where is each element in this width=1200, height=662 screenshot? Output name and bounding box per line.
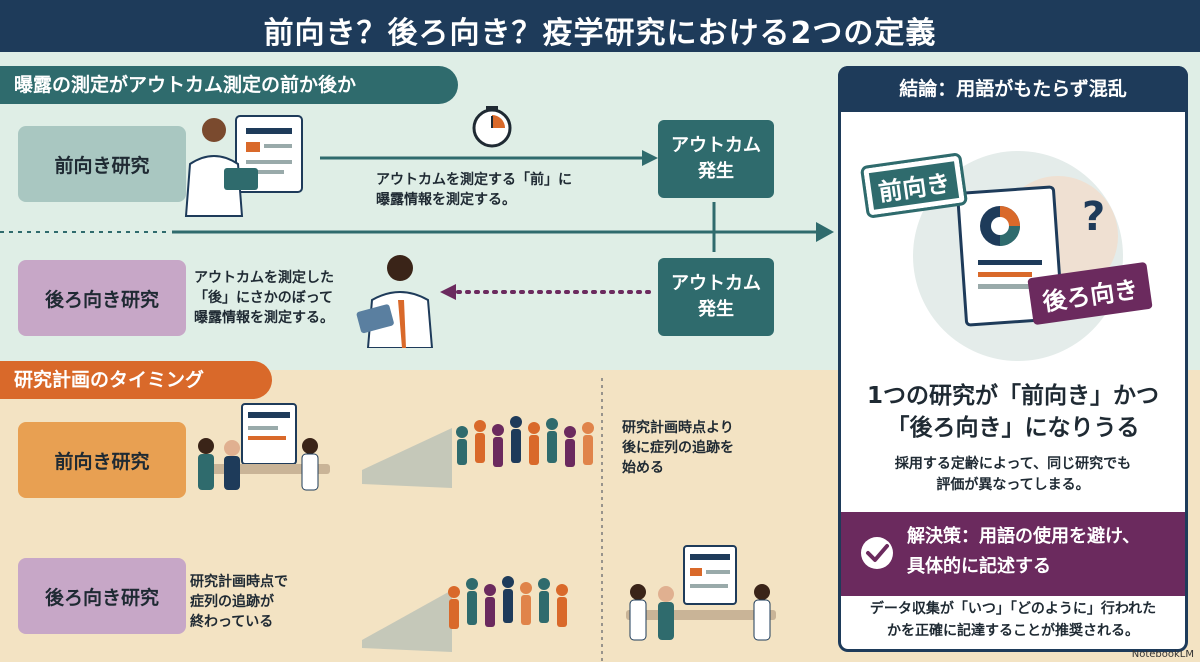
doctor-tablet-illustration xyxy=(356,255,434,348)
backward-study-label-1: 後ろ向き研究 xyxy=(18,260,186,336)
section2-header: 研究計画のタイミング xyxy=(0,361,272,399)
check-icon xyxy=(861,537,893,569)
patient-cohort-backward-illustration xyxy=(362,576,568,652)
backward-desc-line1: アウトカムを測定した xyxy=(194,270,334,286)
forward-description-1: アウトカムを測定する「前」に 曝露情報を測定する。 xyxy=(376,170,572,210)
backward-desc-line2: 「後」にさかのぼって xyxy=(194,290,334,306)
question-mark-icon: ? xyxy=(1082,194,1106,240)
outcome-box-forward: アウトカム 発生 xyxy=(658,120,774,198)
forward-study-label-1: 前向き研究 xyxy=(18,126,186,202)
forward-arrow xyxy=(320,150,658,166)
recommendation-line1: データ収集が「いつ」「どのように」行われた xyxy=(869,601,1157,617)
conclusion-main-line1: 1つの研究が「前向き」かつ xyxy=(866,383,1159,409)
outcome-label-2: 発生 xyxy=(698,161,734,182)
backward-desc2-line3: 終わっている xyxy=(190,614,274,630)
forward-desc-line1: アウトカムを測定する「前」に xyxy=(376,172,572,188)
forward-description-2: 研究計画時点より 後に症列の追跡を 始める xyxy=(622,418,734,478)
solution-line1: 解決策：用語の使用を避け、 xyxy=(907,526,1141,547)
conclusion-sub-line2: 評価が異なってしまる。 xyxy=(936,477,1090,493)
timing-divider xyxy=(601,378,603,662)
forward-desc2-line2: 後に症列の追跡を xyxy=(622,440,734,456)
outcome-box-backward: アウトカム 発生 xyxy=(658,258,774,336)
forward-study-label-2: 前向き研究 xyxy=(18,422,186,498)
doctor-clipboard-illustration xyxy=(184,115,303,217)
backward-desc2-line1: 研究計画時点で xyxy=(190,574,288,590)
backward-arrow xyxy=(440,284,658,300)
solution-banner: 解決策：用語の使用を避け、 具体的に記述する xyxy=(841,512,1185,596)
outcome-label: アウトカム xyxy=(671,135,761,156)
watermark: NotebookLM xyxy=(1131,649,1194,660)
solution-text: 解決策：用語の使用を避け、 具体的に記述する xyxy=(907,522,1140,582)
conclusion-card: 結論：用語がもたらず混乱 前向き 後ろ向き ? 1つの研究が「前向き」かつ 「後… xyxy=(838,66,1188,652)
backward-description-1: アウトカムを測定した 「後」にさかのぼって 曝露情報を測定する。 xyxy=(194,268,334,328)
backward-desc-line3: 曝露情報を測定する。 xyxy=(194,310,334,326)
outcome-label: アウトカム xyxy=(671,273,761,294)
forward-desc2-line1: 研究計画時点より xyxy=(622,420,734,436)
recommendation-text: データ収集が「いつ」「どのように」行われた かを正確に記達することが推奨される。 xyxy=(838,598,1188,642)
conclusion-header: 結論：用語がもたらず混乱 xyxy=(838,66,1188,112)
section1-header: 曝露の測定がアウトカム測定の前か後か xyxy=(0,66,458,104)
solution-line2: 具体的に記述する xyxy=(907,556,1051,577)
patient-cohort-forward-illustration xyxy=(362,416,594,488)
backward-description-2: 研究計画時点で 症列の追跡が 終わっている xyxy=(190,572,288,632)
timeline-arrow xyxy=(0,202,834,252)
recommendation-line2: かを正確に記達することが推奨される。 xyxy=(887,623,1139,639)
backward-study-label-2: 後ろ向き研究 xyxy=(18,558,186,634)
planning-meeting-illustration xyxy=(198,403,330,491)
forward-desc2-line3: 始める xyxy=(622,460,664,476)
backward-desc2-line2: 症列の追跡が xyxy=(190,594,274,610)
outcome-label-2: 発生 xyxy=(698,299,734,320)
forward-desc-line2: 曝露情報を測定する。 xyxy=(376,192,516,208)
title-bar: 前向き？後ろ向き？疫学研究における2つの定義 xyxy=(0,0,1200,52)
review-meeting-illustration xyxy=(626,545,776,641)
conclusion-sub-line1: 採用する定齢によって、同じ研究でも xyxy=(894,456,1132,472)
conclusion-main-line2: 「後ろ向き」になりうる xyxy=(886,415,1140,441)
clock-icon xyxy=(472,106,512,148)
page-title: 前向き？後ろ向き？疫学研究における2つの定義 xyxy=(263,16,937,51)
